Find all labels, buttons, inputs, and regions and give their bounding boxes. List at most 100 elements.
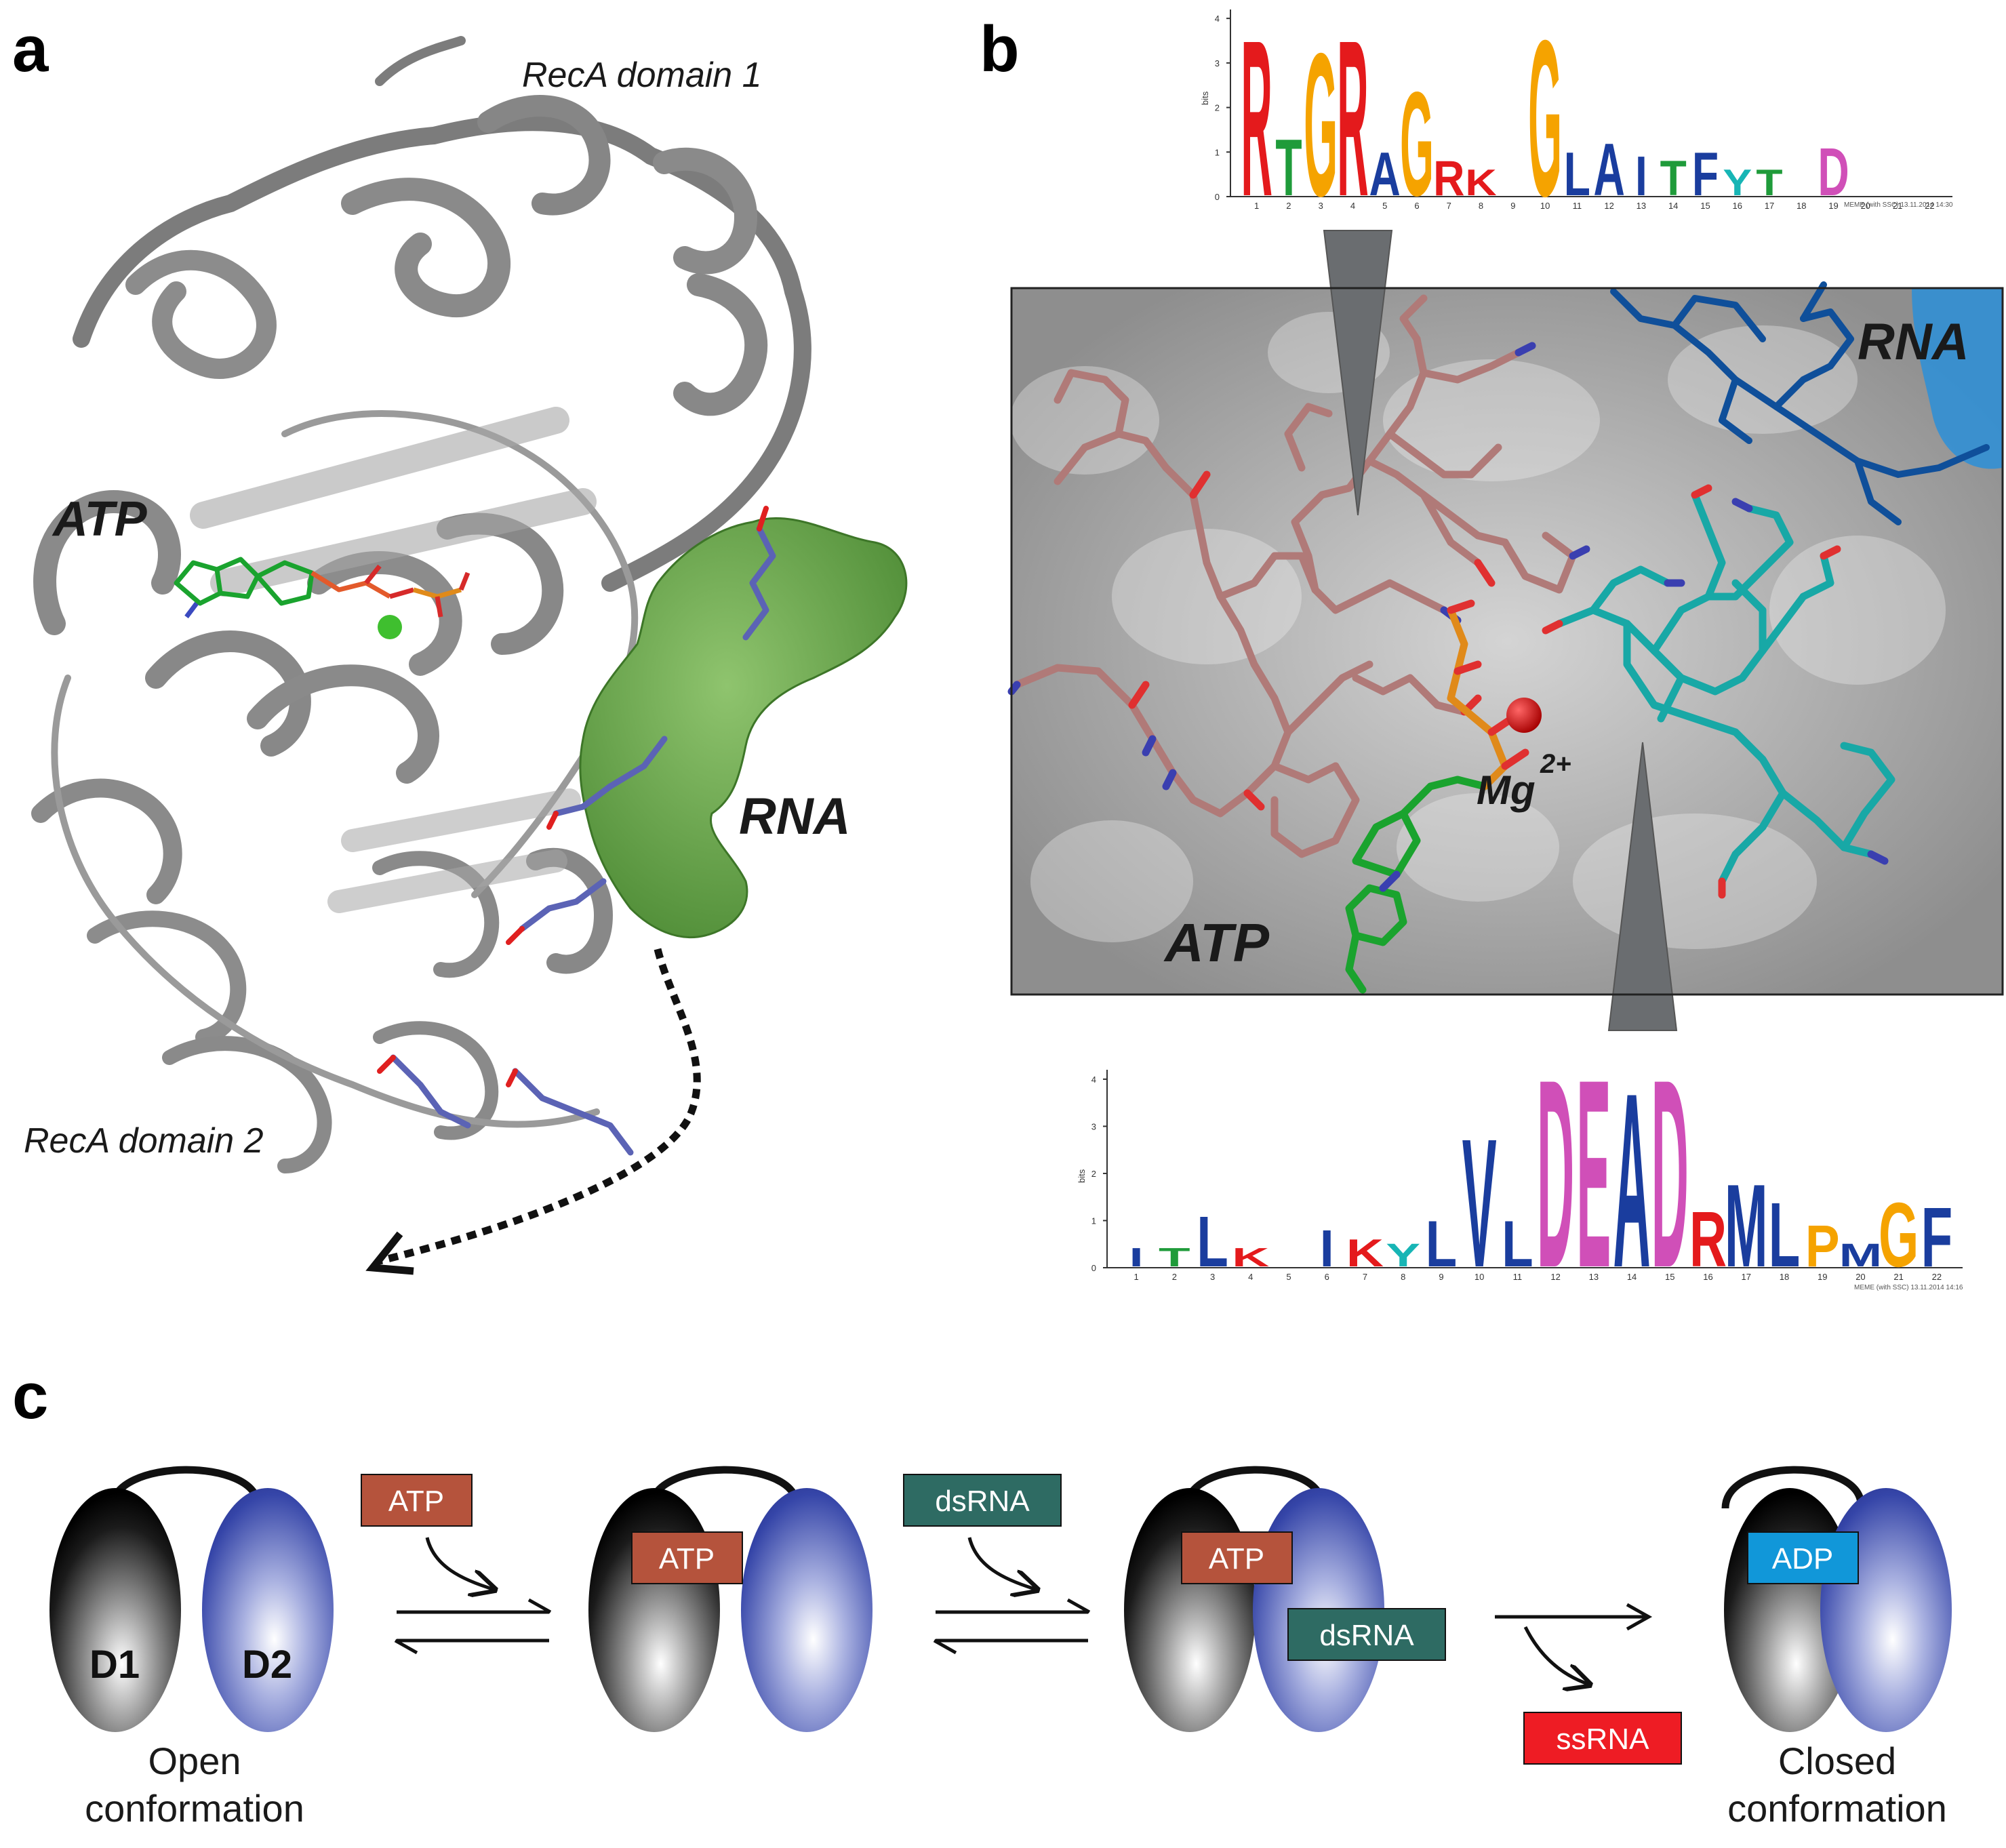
logo-top-letter: G <box>1304 12 1338 239</box>
logo-bottom-letter: L <box>1502 1207 1533 1281</box>
mg-ion-b <box>1506 698 1542 733</box>
atp-input-label: ATP <box>388 1485 444 1518</box>
logo-bottom-letter: F <box>1921 1190 1953 1285</box>
logo-top-letter: R <box>1433 150 1464 206</box>
closeup-frame <box>1010 287 2004 996</box>
logo-bottom-xtick: 15 <box>1665 1272 1674 1282</box>
logo-top-xtick: 11 <box>1573 201 1582 211</box>
logo-top-xtick: 7 <box>1447 201 1451 211</box>
domain-d1-state1 <box>49 1488 181 1732</box>
logo-top-ytick: 3 <box>1215 58 1220 68</box>
logo-top-footer: MEME (with SSC) 13.11.2014 14:30 <box>1844 201 1953 209</box>
logo-bottom-letter: M <box>1725 1160 1768 1291</box>
logo-top-letter: L <box>1564 140 1590 209</box>
atp-label-b: ATP <box>1163 912 1270 973</box>
logo-bottom-ytick: 2 <box>1091 1169 1096 1179</box>
logo-top-xtick: 12 <box>1604 201 1613 211</box>
logo-bottom-letter: I <box>1129 1243 1144 1272</box>
side-chains-a <box>390 525 776 1156</box>
motif-1-oxygens <box>1128 470 1496 811</box>
logo-top-xtick: 4 <box>1350 201 1355 211</box>
adp-bound-box <box>1747 1531 1859 1584</box>
logo-top-letter: G <box>1528 0 1562 243</box>
atp-bound-label-3: ATP <box>1209 1542 1264 1575</box>
atp-molecule-a <box>174 557 470 619</box>
logo-top-xtick: 3 <box>1319 201 1323 211</box>
logo-bottom-xtick: 18 <box>1780 1272 1789 1282</box>
logo-bottom-letter: P <box>1805 1213 1840 1279</box>
logo-bottom-ytick: 1 <box>1091 1216 1096 1226</box>
logo-bottom-footer: MEME (with SSC) 13.11.2014 14:16 <box>1854 1284 1963 1291</box>
logo-top-letter: K <box>1465 161 1496 203</box>
atp-input: ATP <box>361 1474 495 1590</box>
wedge-bottom <box>1607 742 1678 1031</box>
logo-top-xtick: 5 <box>1382 201 1387 211</box>
logo-bottom-xtick: 7 <box>1363 1272 1367 1282</box>
logo-bottom-ytick: 4 <box>1091 1074 1096 1085</box>
logo-bottom-xtick: 21 <box>1893 1272 1903 1282</box>
dead-motif-oxygens <box>1542 484 1841 899</box>
logo-bottom-letter: E <box>1576 1024 1611 1324</box>
wedge-top <box>1323 230 1393 516</box>
open-caption-line1: Open <box>148 1740 241 1782</box>
forward-arrow <box>1495 1603 1653 1685</box>
logo-bottom-ytick: 3 <box>1091 1121 1096 1131</box>
dsrna-input-box <box>903 1474 1062 1527</box>
equilibrium-arrows-2 <box>933 1598 1091 1655</box>
dead-motif-sticks <box>1555 491 1895 885</box>
protein-ribbon <box>31 36 811 1173</box>
logo-top-xtick: 18 <box>1797 201 1806 211</box>
logo-top-xtick: 9 <box>1510 201 1515 211</box>
logo-bottom-xtick: 19 <box>1818 1272 1827 1282</box>
logo-top-xtick: 19 <box>1828 201 1838 211</box>
mg-charge-label: 2+ <box>1540 749 1571 779</box>
domain-d2-state1 <box>202 1488 334 1732</box>
ssrna-output-label: ssRNA <box>1557 1723 1650 1756</box>
logo-bottom-letter: K <box>1232 1243 1270 1272</box>
logo-top-xtick: 1 <box>1254 201 1259 211</box>
logo-top-xtick: 8 <box>1479 201 1483 211</box>
logo-bottom-letter: K <box>1346 1232 1384 1275</box>
logo-top-letter: I <box>1635 144 1647 207</box>
logo-bottom-letter: L <box>1426 1207 1458 1281</box>
structure-closeup: RNA ATP Mg 2+ <box>1007 230 2004 1031</box>
logo-bottom-xtick: 12 <box>1550 1272 1560 1282</box>
logo-bottom-letter: T <box>1159 1243 1190 1272</box>
closed-caption-line1: Closed <box>1778 1740 1896 1782</box>
logo-bottom-ylabel: bits <box>1077 1169 1087 1183</box>
logo-bottom-letter: D <box>1537 1024 1574 1324</box>
logo-top-xtick: 13 <box>1637 201 1646 211</box>
logo-top-xtick: 16 <box>1732 201 1742 211</box>
logo-top-ytick: 2 <box>1215 103 1220 113</box>
logo-top-xtick: 22 <box>1925 201 1934 211</box>
logo-bottom-xtick: 16 <box>1703 1272 1712 1282</box>
logo-top-letter: T <box>1275 123 1302 213</box>
logo-bottom-letter: V <box>1462 1101 1497 1306</box>
mg-ion-a <box>378 615 402 639</box>
logo-top-letter: F <box>1692 140 1719 209</box>
logo-bottom-letter: I <box>1320 1220 1334 1279</box>
logo-bottom-letter: D <box>1651 1024 1689 1324</box>
rna-surface-a <box>579 517 908 939</box>
rna-exit-arrow <box>378 948 701 1265</box>
logo-top-xtick: 6 <box>1414 201 1419 211</box>
rna-label-b: RNA <box>1858 313 1969 371</box>
logo-bottom-xtick: 4 <box>1248 1272 1253 1282</box>
panel-label-c: c <box>12 1360 48 1432</box>
state-closed: ADP Closed conformation <box>1721 1466 1952 1830</box>
logo-top-letter: R <box>1337 0 1368 243</box>
logo-bottom-letter: R <box>1689 1195 1727 1283</box>
closed-caption-line2: conformation <box>1727 1787 1947 1830</box>
dsrna-bound-box <box>1287 1608 1446 1661</box>
logo-bottom-xtick: 8 <box>1401 1272 1405 1282</box>
logo-top-letter: D <box>1818 134 1849 209</box>
logo-top-letter: A <box>1369 140 1401 209</box>
